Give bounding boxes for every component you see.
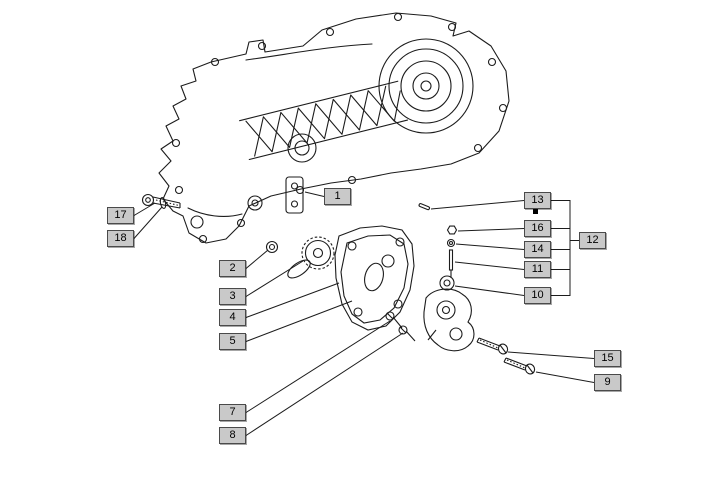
mounting-screws-part bbox=[476, 337, 536, 375]
callout-18[interactable]: 18 bbox=[107, 230, 134, 247]
pump-plate-part bbox=[334, 225, 415, 331]
crankcase-drawing bbox=[158, 12, 510, 244]
callout-1[interactable]: 1 bbox=[324, 188, 351, 205]
gear-part bbox=[287, 236, 335, 279]
callout-5[interactable]: 5 bbox=[219, 333, 246, 350]
callout-10[interactable]: 10 bbox=[524, 287, 551, 304]
group-bracket bbox=[533, 200, 579, 296]
bolt-and-washer-part bbox=[141, 193, 181, 209]
callout-16[interactable]: 16 bbox=[524, 220, 551, 237]
callout-12[interactable]: 12 bbox=[579, 232, 606, 249]
callout-14[interactable]: 14 bbox=[524, 241, 551, 258]
washer-part bbox=[265, 240, 279, 254]
callout-7[interactable]: 7 bbox=[219, 404, 246, 421]
callout-3[interactable]: 3 bbox=[219, 288, 246, 305]
leader-lines bbox=[133, 191, 595, 436]
small-screws-part bbox=[385, 311, 416, 342]
callout-17[interactable]: 17 bbox=[107, 207, 134, 224]
callout-8[interactable]: 8 bbox=[219, 427, 246, 444]
callout-2[interactable]: 2 bbox=[219, 260, 246, 277]
plate-part bbox=[285, 176, 304, 214]
callout-4[interactable]: 4 bbox=[219, 309, 246, 326]
callout-9[interactable]: 9 bbox=[594, 374, 621, 391]
oil-pump-part bbox=[418, 203, 475, 352]
callout-11[interactable]: 11 bbox=[524, 261, 551, 278]
callout-15[interactable]: 15 bbox=[594, 350, 621, 367]
index-dot bbox=[533, 209, 538, 214]
callout-13[interactable]: 13 bbox=[524, 192, 551, 209]
